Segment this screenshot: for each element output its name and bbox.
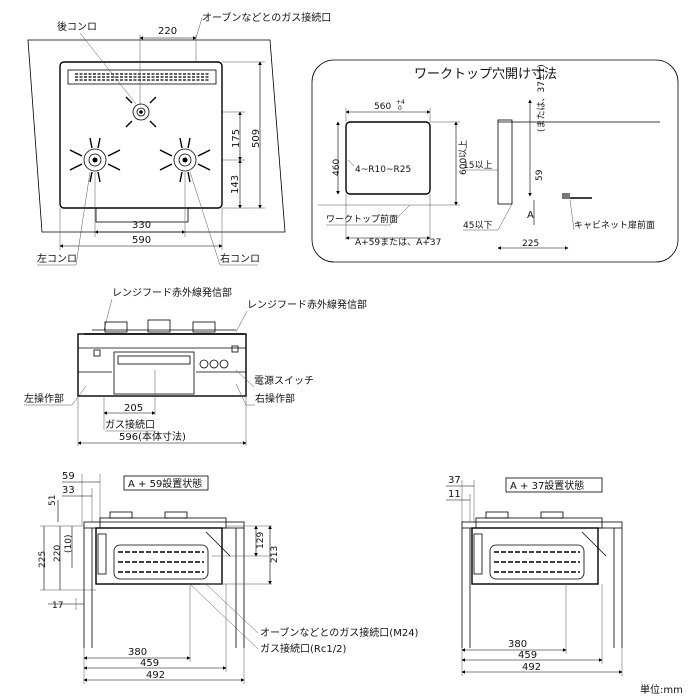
front-body: [77, 333, 247, 397]
a37-dim-492: 492: [522, 662, 541, 673]
trivets: [92, 319, 236, 333]
rear-burner-label: 後コンロ: [57, 20, 97, 33]
dim-330-label: 330: [132, 220, 151, 231]
a37-title-box: [505, 477, 603, 493]
control-knobs-icon: [199, 359, 229, 369]
cutout-rect: [345, 121, 431, 195]
left-panel-label: 左操作部: [24, 392, 64, 405]
a37-title: A + 37設置状態: [510, 479, 584, 492]
a37-cooktop-body: [471, 511, 607, 585]
top-view: 後コンロ オーブンなどとのガス接続口 220 175 143 509 330 5…: [27, 11, 331, 266]
dim-590-label: 590: [132, 235, 151, 246]
dim-45-label: 45以下: [463, 221, 492, 231]
section-panel: [497, 119, 513, 205]
a-label: A: [527, 210, 534, 221]
a59-dim-10: (10): [64, 535, 74, 553]
worktop-frame: [311, 59, 679, 263]
dim-175-label: 175: [231, 129, 242, 148]
grill-door: [113, 351, 195, 395]
grill-vent-slots: [75, 73, 210, 81]
dim-225-label: 225: [522, 239, 539, 249]
a59-cooktop-body: [95, 511, 231, 585]
dim-600-label: 600以上: [458, 140, 469, 175]
a59-dim-17: 17: [52, 601, 63, 611]
left-burner-icon: [69, 137, 121, 183]
front-panel-outline: [95, 207, 189, 223]
side-view-a37: A + 37設置状態 37 11 380 459 492: [446, 475, 623, 676]
dim-220-label: 220: [158, 26, 177, 37]
dim-15-label: 15以上: [463, 160, 492, 171]
a59-worktop: [83, 521, 245, 529]
a59-dim-51: 51: [48, 495, 58, 506]
corner-radius-label: 4~R10~R25: [355, 165, 411, 175]
a59-dim-492: 492: [146, 670, 165, 681]
dim-205-label: 205: [124, 403, 143, 414]
top-view-frame: [27, 39, 286, 233]
a59-dim-220: 220: [53, 545, 63, 562]
oven-gas-inlet-label: オーブンなどとのガス接続口: [202, 11, 331, 24]
left-burner-label: 左コンロ: [37, 252, 77, 265]
a59-gas-inlet-label: ガス接続口(Rc1/2): [260, 642, 346, 655]
dim-560-tol: +4: [396, 99, 405, 106]
worktop-front-label: ワークトップ前面: [326, 213, 398, 225]
worktop-cutout-panel: ワークトップ穴開け寸法 560 +4 0 460 4~R10~R25 600以上…: [311, 59, 679, 263]
gas-inlet-label: ガス接続口: [105, 418, 155, 431]
unit-label: 単位:mm: [640, 683, 683, 696]
a59-title-box: [123, 475, 209, 491]
ir-left-emitter: [93, 349, 101, 357]
a37-dim-380: 380: [508, 639, 527, 650]
a59-dim-33: 33: [62, 485, 75, 496]
a37-worktop: [461, 521, 623, 529]
dim-59-label: 59: [535, 169, 545, 181]
dim-560-label: 560: [374, 102, 391, 112]
a-formula-label: A+59または、A+37: [355, 237, 441, 248]
cabinet-edge: [562, 193, 570, 199]
a37-dim-11: 11: [448, 489, 461, 500]
right-burner-icon: [159, 137, 211, 183]
a59-dim-213: 213: [270, 546, 280, 563]
ir-left-label: レンジフード赤外線発信部: [112, 286, 232, 299]
dim-143-label: 143: [230, 175, 241, 194]
ir-right-label: レンジフード赤外線発信部: [247, 298, 367, 311]
a59-title: A + 59設置状態: [128, 477, 202, 490]
a37-dim-459: 459: [518, 650, 537, 661]
power-switch-label: 電源スイッチ: [254, 374, 314, 387]
dim-596-label: 596(本体寸法): [119, 430, 186, 443]
right-panel-label: 右操作部: [255, 392, 295, 405]
rear-burner-icon: [125, 96, 157, 128]
dim-59-alt-label: (または、37±1): [536, 64, 547, 132]
dim-509-label: 509: [251, 129, 262, 148]
a59-dim-459: 459: [140, 658, 159, 669]
a59-oven-gas-label: オーブンなどとのガス接続口(M24): [260, 626, 419, 639]
front-view: レンジフード赤外線発信部 レンジフード赤外線発信部 電源スイッチ 左操作部 右操…: [24, 286, 367, 446]
dim-460-label: 460: [332, 159, 342, 176]
a59-dim-129: 129: [256, 532, 266, 549]
a37-dim-37: 37: [448, 475, 461, 486]
a59-dim-225: 225: [38, 551, 48, 568]
right-burner-label: 右コンロ: [220, 252, 260, 265]
worktop-title: ワークトップ穴開け寸法: [414, 67, 557, 82]
cabinet-front-label: キャビネット扉前面: [574, 219, 655, 231]
side-view-a59: A + 59設置状態 59 33 51 (10) 225 220: [38, 471, 419, 684]
a59-dim-380: 380: [128, 647, 147, 658]
a59-dim-59: 59: [62, 471, 75, 482]
ir-right-emitter: [231, 345, 239, 353]
dim-560-tolb: 0: [398, 105, 402, 112]
